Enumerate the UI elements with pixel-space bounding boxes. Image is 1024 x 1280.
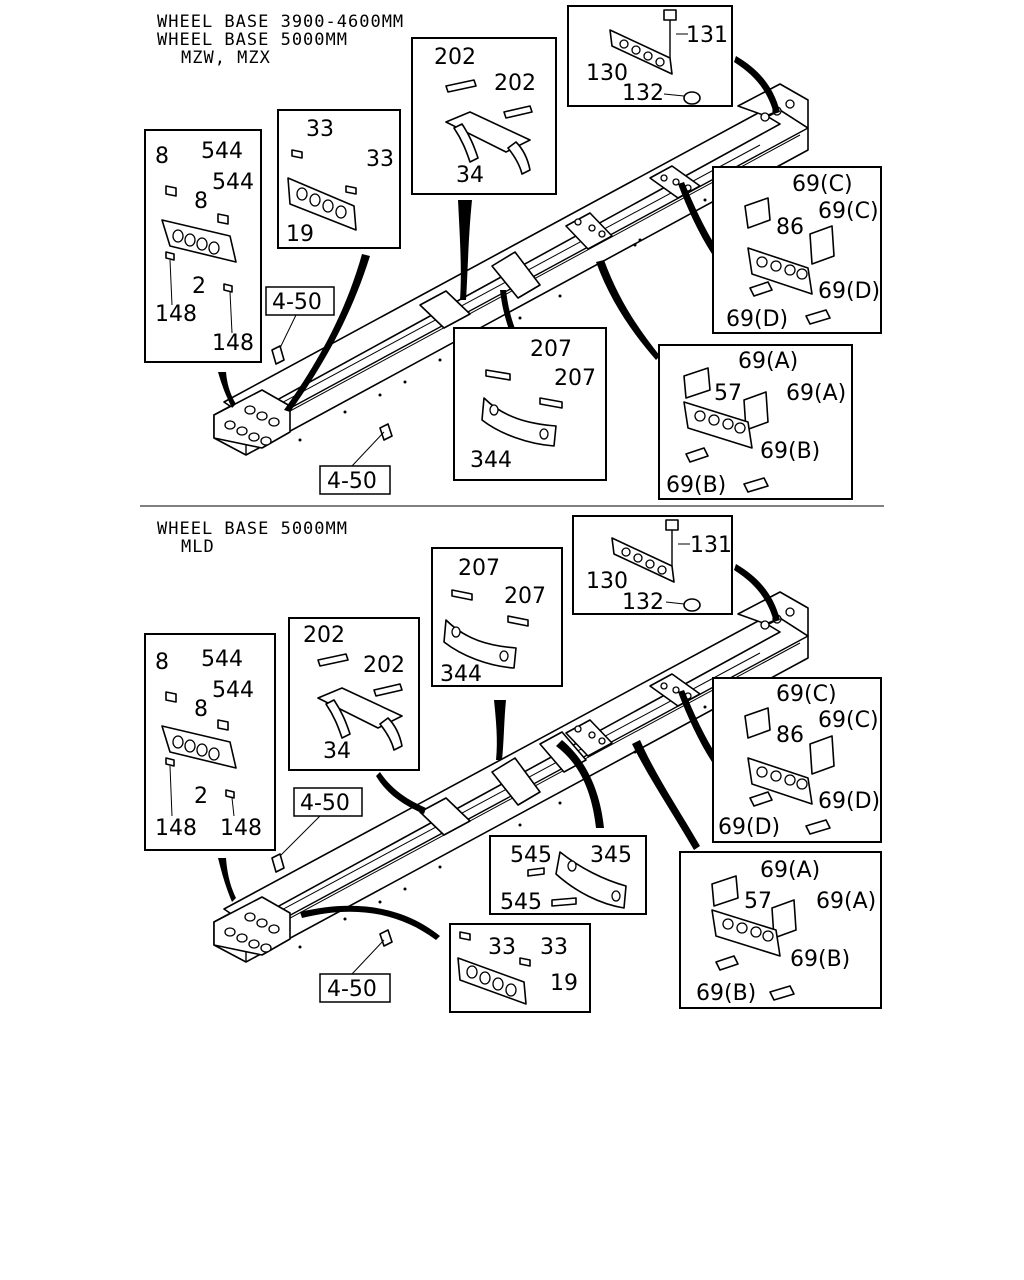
part-label: 69(A) [786, 381, 846, 406]
part-label: 86 [776, 723, 804, 748]
bottom-box-rear-crossmember: 8 544 544 8 2 148 148 [144, 633, 276, 851]
top-heading: WHEEL BASE 3900-4600MM WHEEL BASE 5000MM… [157, 12, 404, 68]
part-label: 148 [155, 816, 197, 841]
part-label: 69(D) [718, 815, 780, 840]
part-label: 8 [194, 697, 208, 722]
part-label: 344 [470, 448, 512, 473]
part-label: 69(D) [818, 789, 880, 814]
part-label: 202 [494, 71, 536, 96]
part-label: 69(A) [760, 858, 820, 883]
part-label: 69(C) [818, 199, 879, 224]
part-label: 545 [510, 843, 552, 868]
part-label: 544 [212, 678, 254, 703]
part-label: 8 [194, 189, 208, 214]
part-label: 544 [201, 647, 243, 672]
bottom-leaders [218, 564, 780, 940]
part-label: 207 [458, 556, 500, 581]
bottom-box-front-bracket: 131 130 132 [572, 515, 733, 615]
part-label: 8 [155, 144, 169, 169]
part-label: 57 [744, 889, 772, 914]
part-label: 132 [622, 590, 664, 615]
heading-line: WHEEL BASE 5000MM [157, 30, 348, 50]
top-box-front-bracket: 131 130 132 [567, 5, 733, 107]
top-box-rear-crossmember: 8 544 544 8 2 148 148 [144, 129, 262, 363]
part-label: 34 [456, 163, 484, 188]
part-label: 33 [540, 935, 568, 960]
part-label: 545 [500, 890, 542, 915]
part-label: 202 [434, 45, 476, 70]
part-label: 544 [212, 170, 254, 195]
part-label: 69(B) [760, 439, 820, 464]
part-label: 207 [554, 366, 596, 391]
part-label: 69(B) [666, 473, 726, 498]
part-label: 69(D) [726, 307, 788, 332]
top-box-crossmember-19: 33 33 19 [277, 109, 401, 249]
part-label: 86 [776, 215, 804, 240]
bottom-box-crossmember-345: 545 345 545 [489, 835, 647, 915]
ref-label: 4-50 [327, 977, 377, 1002]
heading-line: WHEEL BASE 3900-4600MM [157, 12, 404, 32]
part-label: 131 [686, 23, 728, 48]
part-label: 544 [201, 139, 243, 164]
ref-label: 4-50 [300, 791, 350, 816]
part-label: 69(C) [792, 172, 853, 197]
part-label: 202 [303, 623, 345, 648]
part-label: 69(A) [738, 349, 798, 374]
part-label: 2 [192, 274, 206, 299]
bottom-ref-upper: 4-50 [279, 787, 363, 857]
ref-label: 4-50 [272, 290, 322, 315]
part-label: 69(C) [818, 708, 879, 733]
bottom-heading: WHEEL BASE 5000MM MLD [157, 519, 348, 557]
top-chassis-frame [213, 83, 809, 456]
part-label: 131 [690, 533, 732, 558]
part-label: 207 [504, 584, 546, 609]
part-label: 148 [220, 816, 262, 841]
part-label: 57 [714, 381, 742, 406]
part-label: 19 [286, 222, 314, 247]
part-label: 344 [440, 662, 482, 687]
part-label: 207 [530, 337, 572, 362]
part-label: 130 [586, 569, 628, 594]
heading-line: WHEEL BASE 5000MM [157, 519, 348, 539]
part-label: 69(B) [696, 981, 756, 1006]
part-label: 69(B) [790, 947, 850, 972]
top-box-crossmember-344: 207 207 344 [453, 327, 607, 481]
ref-label: 4-50 [327, 469, 377, 494]
top-box-crossmember-86: 69(C) 69(C) 86 69(D) 69(D) [712, 166, 882, 334]
part-label: 8 [155, 650, 169, 675]
part-label: 202 [363, 653, 405, 678]
bottom-box-crossmember-19: 33 33 19 [449, 923, 591, 1013]
bottom-box-crossmember-344: 207 207 344 [431, 547, 563, 687]
part-label: 69(A) [816, 889, 876, 914]
bottom-box-crossmember-86: 69(C) 69(C) 86 69(D) 69(D) [712, 677, 882, 843]
top-ref-upper: 4-50 [265, 286, 335, 349]
part-label: 345 [590, 843, 632, 868]
top-ref-lower: 4-50 [319, 431, 391, 495]
part-label: 33 [366, 147, 394, 172]
part-label: 69(C) [776, 682, 837, 707]
bottom-ref-lower: 4-50 [319, 939, 391, 1003]
top-leaders [218, 56, 780, 412]
bottom-section: WHEEL BASE 5000MM MLD [144, 515, 882, 1013]
top-box-crossmember-57: 69(A) 57 69(A) 69(B) 69(B) [658, 344, 853, 500]
part-label: 2 [194, 784, 208, 809]
part-label: 34 [323, 739, 351, 764]
part-label: 69(D) [818, 279, 880, 304]
heading-line: MLD [181, 537, 215, 557]
part-label: 148 [155, 302, 197, 327]
top-box-crossmember-34: 202 202 34 [411, 37, 557, 195]
top-section: WHEEL BASE 3900-4600MM WHEEL BASE 5000MM… [144, 5, 882, 500]
bottom-box-crossmember-34: 202 202 34 [288, 617, 420, 771]
part-label: 148 [212, 331, 254, 356]
part-label: 130 [586, 61, 628, 86]
part-label: 33 [488, 935, 516, 960]
part-label: 19 [550, 971, 578, 996]
part-label: 33 [306, 117, 334, 142]
heading-line: MZW, MZX [181, 48, 271, 68]
bottom-box-crossmember-57: 69(A) 69(A) 57 69(B) 69(B) [679, 851, 882, 1009]
part-label: 132 [622, 81, 664, 106]
